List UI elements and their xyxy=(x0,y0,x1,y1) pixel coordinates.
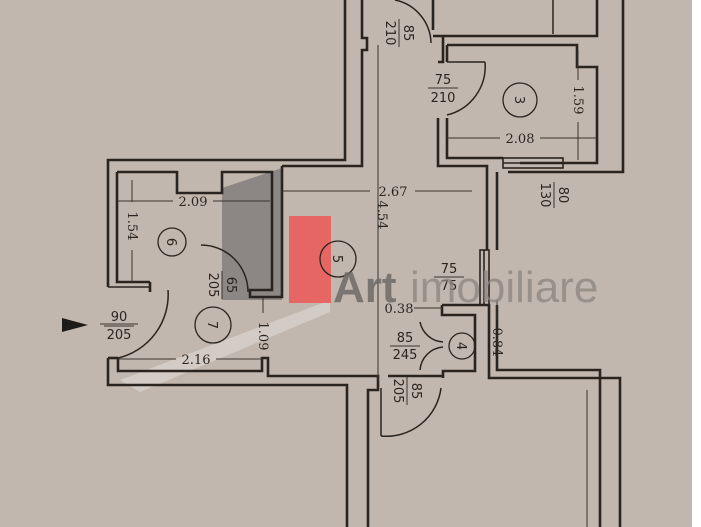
door-swing-bottom xyxy=(380,387,442,438)
room-7-marker xyxy=(194,306,232,344)
dim-0-38: 0.38 xyxy=(385,302,414,317)
dim-2-16: 2.16 xyxy=(182,353,211,368)
door-room4-width: 85 xyxy=(397,331,414,346)
walls xyxy=(106,0,625,527)
room-4-label: 4 xyxy=(453,342,468,350)
door-swing-room6 xyxy=(200,244,249,293)
door-swing-room4-a xyxy=(419,321,444,343)
room-7-label: 7 xyxy=(204,321,219,329)
door-swing-room4-b xyxy=(419,346,444,371)
dimension-labels: 2.67 4.54 2.08 1.59 2.09 1.54 2.16 1.09 … xyxy=(124,86,585,368)
door-bottom-height: 205 xyxy=(390,379,405,404)
door-swing-entrance xyxy=(117,289,169,359)
entrance-arrow-icon xyxy=(62,318,88,332)
window-width: 80 xyxy=(555,187,570,204)
room-5-label: 5 xyxy=(329,255,344,263)
door-room6-width: 65 xyxy=(223,277,238,294)
opening-width: 75 xyxy=(441,262,458,277)
room-3-marker xyxy=(502,82,538,118)
room-markers: 3 4 5 6 7 xyxy=(157,82,538,360)
door-bottom-width: 85 xyxy=(408,383,423,400)
door-room6-height: 205 xyxy=(205,273,220,298)
dim-2-67: 2.67 xyxy=(379,185,408,200)
room-6-marker xyxy=(157,227,187,257)
dim-2-09: 2.09 xyxy=(179,195,208,210)
dim-0-84: 0.84 xyxy=(489,328,504,357)
door-swings xyxy=(117,0,486,438)
dimension-lines xyxy=(100,0,597,527)
dim-1-09: 1.09 xyxy=(255,322,270,351)
dim-1-59: 1.59 xyxy=(570,86,585,115)
door-entrance-height: 205 xyxy=(107,328,132,343)
watermark-brand: Art xyxy=(333,263,397,312)
watermark-red-block xyxy=(289,216,331,303)
door-entrance-width: 90 xyxy=(111,310,128,325)
dim-4-54: 4.54 xyxy=(374,201,389,230)
door-top-width: 85 xyxy=(400,25,415,42)
door-swing-top xyxy=(394,0,432,44)
room-5-marker xyxy=(319,240,357,278)
door-room4-height: 245 xyxy=(393,348,418,363)
door-labels: 85 210 75 210 80 130 65 205 90 2 xyxy=(104,19,570,405)
opening-height: 75 xyxy=(441,279,458,294)
dim-2-08: 2.08 xyxy=(506,132,535,147)
dim-1-54: 1.54 xyxy=(124,212,139,241)
room-3-label: 3 xyxy=(511,96,526,104)
door-room3-width: 75 xyxy=(435,73,452,88)
room-4-marker xyxy=(448,332,476,360)
watermark-light-streak xyxy=(120,300,330,392)
room-6-label: 6 xyxy=(163,238,178,246)
door-top-height: 210 xyxy=(382,21,397,46)
door-room3-height: 210 xyxy=(431,91,456,106)
door-swing-room3 xyxy=(446,61,486,116)
watermark-suffix: imobiliare xyxy=(410,263,598,312)
window-height: 130 xyxy=(537,183,552,208)
